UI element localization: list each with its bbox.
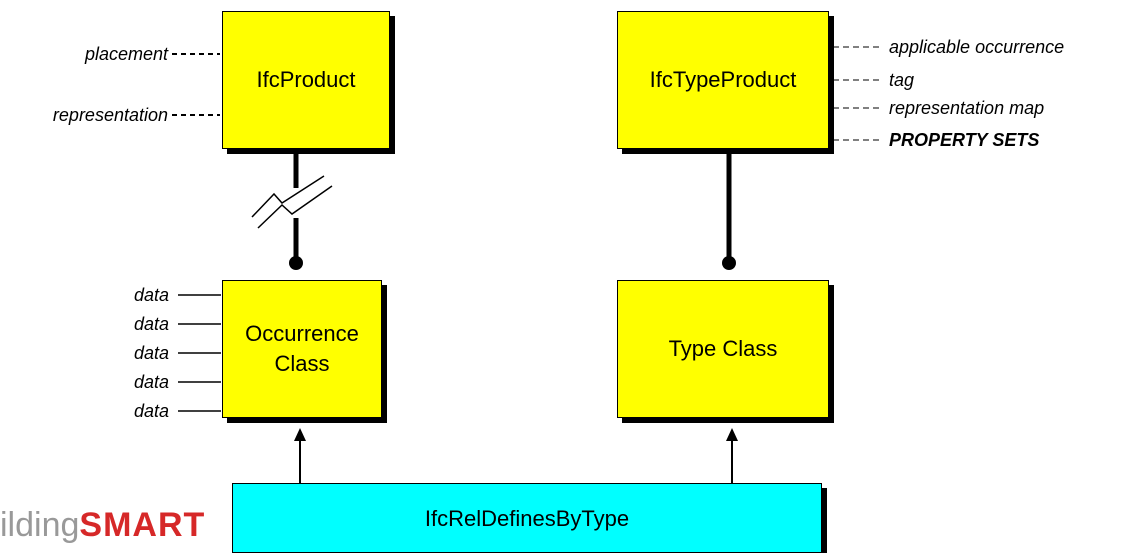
ifc-type-product-box: IfcTypeProduct [617,11,829,149]
property-sets-label: PROPERTY SETS [889,130,1040,150]
applicable-occurrence-label: applicable occurrence [889,37,1065,57]
ifc-product-label: IfcProduct [256,67,356,92]
break-symbol-upper [251,175,325,218]
product-link-dot [289,256,303,270]
occurrence-data-label-1: data [133,285,169,305]
occurrence-data-label-5: data [133,401,169,421]
representation-label: representation [52,105,168,125]
occurrence-data-label-4: data [133,372,169,392]
representation-map-label: representation map [889,98,1045,118]
connector-lines [172,46,880,483]
ifc-type-product-label: IfcTypeProduct [649,67,797,92]
occurrence-class-box: Occurrence Class [222,280,382,418]
occurrence-data-label-3: data [133,343,169,363]
logo-prefix: ilding [0,506,80,544]
occurrence-class-label-line2: Class [274,351,330,376]
occurrence-data-label-2: data [133,314,169,334]
break-symbol-lower [257,185,333,229]
arrow-to-occurrence-head [294,428,306,441]
tag-label: tag [889,70,915,90]
logo-brand: SMART [79,506,206,544]
occurrence-class-label-line1: Occurrence [245,321,359,346]
buildingsmart-logo: ildingSMART [0,506,205,545]
ifc-rel-defines-by-type-label: IfcRelDefinesByType [424,506,630,531]
type-class-label: Type Class [668,336,778,361]
arrow-to-type-head [726,428,738,441]
ifc-product-box: IfcProduct [222,11,390,149]
placement-label: placement [84,44,168,64]
type-product-link-dot [722,256,736,270]
type-class-box: Type Class [617,280,829,418]
